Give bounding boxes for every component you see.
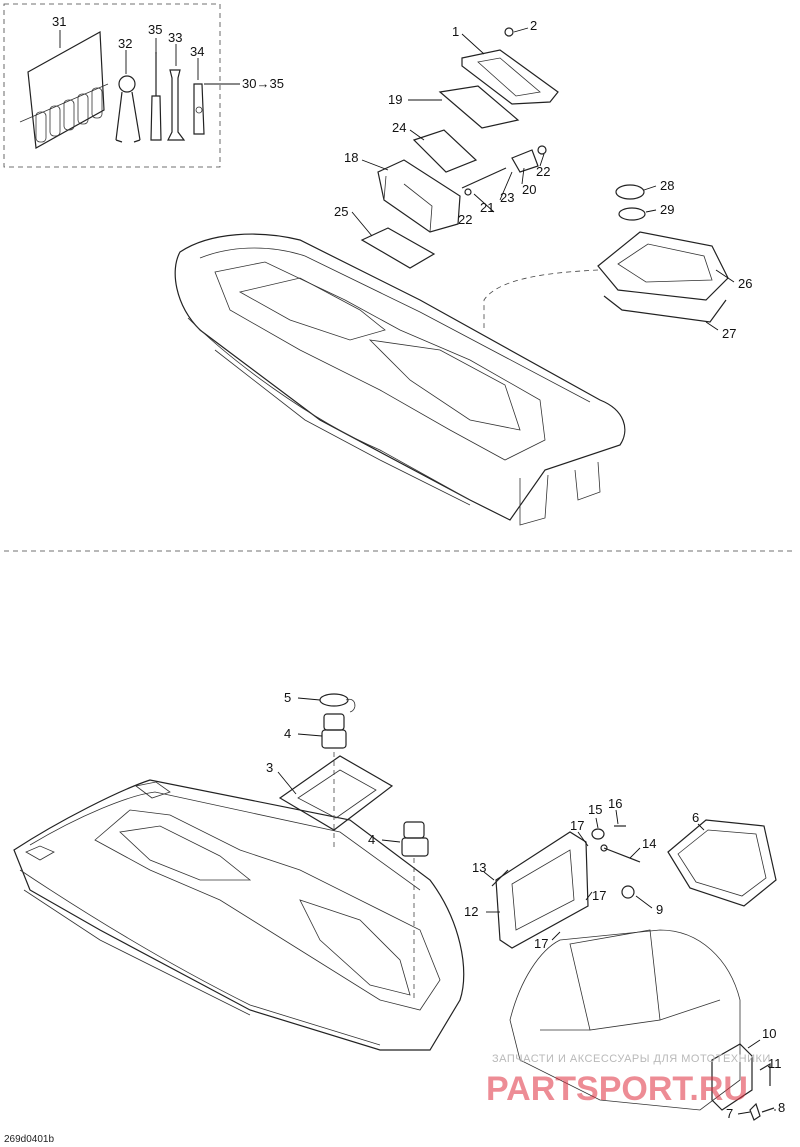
callout-35: 35 [148, 22, 162, 37]
tray-arrow [483, 269, 599, 328]
part-19-lid [438, 85, 520, 129]
lower-hull [13, 779, 465, 1051]
tool-kit-box [3, 3, 221, 168]
callout-33: 33 [168, 30, 182, 45]
tool-pouch [19, 31, 109, 149]
part-26-tray [597, 231, 729, 301]
part-10-plate [711, 1043, 753, 1111]
part-29-gasket [618, 207, 646, 221]
callout-34: 34 [190, 44, 204, 59]
part-14-bolt [600, 844, 641, 863]
callout-29: 29 [660, 202, 674, 217]
callout-19: 19 [388, 92, 402, 107]
callout-28: 28 [660, 178, 674, 193]
part-5-cap-tether [319, 693, 356, 713]
part-25-gasket [360, 227, 436, 269]
storage-compartment [509, 929, 741, 1111]
part-11-vent [759, 1062, 771, 1086]
callout-27: 27 [722, 326, 736, 341]
callout-21: 21 [480, 200, 494, 215]
watermark-logo: PARTSPORT.RU [486, 1070, 748, 1108]
callout-2: 2 [530, 18, 537, 33]
part-20-23-latch [461, 145, 547, 196]
screwdriver-tool [150, 52, 162, 141]
callout-32: 32 [118, 36, 132, 51]
callout-16: 16 [608, 796, 622, 811]
part-24-seal [412, 129, 478, 173]
callout-5: 5 [284, 690, 291, 705]
callout-14: 14 [642, 836, 656, 851]
wrench-tool [167, 69, 186, 141]
part-18-storage-bin [377, 159, 461, 233]
upper-leaders [59, 27, 735, 331]
drawing-code: 269d0401b [4, 1134, 54, 1145]
part-4-fitting-lower [401, 821, 429, 857]
upper-hull [174, 233, 626, 526]
part-6-gasket [667, 819, 777, 907]
part-9-plug [621, 885, 635, 899]
callout-31: 31 [52, 14, 66, 29]
part-7-clip [749, 1102, 761, 1121]
callout-17c: 17 [534, 936, 548, 951]
callout-4a: 4 [284, 726, 291, 741]
callout-12: 12 [464, 904, 478, 919]
part-27-seal [603, 295, 727, 323]
callout-25: 25 [334, 204, 348, 219]
spark-plug-tool [193, 83, 205, 135]
callout-30-35: 30→35 [242, 76, 284, 91]
callout-22b: 22 [458, 212, 472, 227]
part-2-screw [504, 27, 514, 37]
callout-15: 15 [588, 802, 602, 817]
part-28-cap [615, 184, 645, 200]
callout-22a: 22 [536, 164, 550, 179]
lower-leaders [277, 697, 776, 1115]
callout-17a: 17 [570, 818, 584, 833]
callout-17b: 17 [592, 888, 606, 903]
callout-13: 13 [472, 860, 486, 875]
callout-3: 3 [266, 760, 273, 775]
callout-9: 9 [656, 902, 663, 917]
callout-10: 10 [762, 1026, 776, 1041]
watermark-caption: ЗАПЧАСТИ И АКСЕССУАРЫ ДЛЯ МОТОТЕХНИКИ [492, 1053, 771, 1065]
callout-20: 20 [522, 182, 536, 197]
part-15-washer [591, 828, 605, 840]
callout-18: 18 [344, 150, 358, 165]
part-3-plate [278, 755, 394, 831]
part-12-panel [495, 831, 589, 949]
part-4-fitting-upper [321, 713, 347, 749]
callout-6: 6 [692, 810, 699, 825]
pliers-tool [115, 75, 141, 143]
callout-23: 23 [500, 190, 514, 205]
part-13-pin [491, 869, 509, 887]
callout-8: 8 [778, 1100, 785, 1115]
callout-11: 11 [768, 1056, 782, 1071]
part-8-screw [761, 1107, 775, 1113]
callout-1: 1 [452, 24, 459, 39]
callout-24: 24 [392, 120, 406, 135]
part-1-cover [461, 49, 559, 105]
callout-4b: 4 [368, 832, 375, 847]
callout-7: 7 [726, 1106, 733, 1121]
callout-26: 26 [738, 276, 752, 291]
